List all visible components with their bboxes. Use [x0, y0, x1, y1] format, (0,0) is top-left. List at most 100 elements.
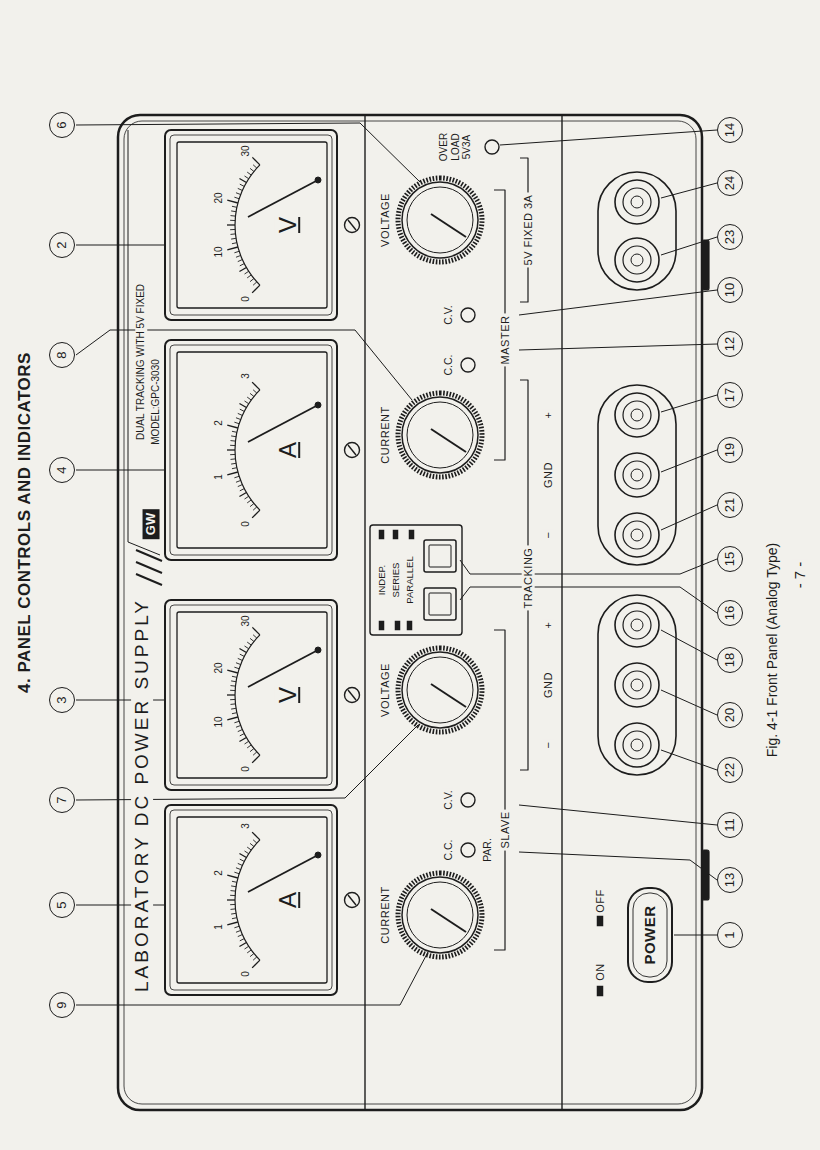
binding-post — [615, 603, 659, 647]
leader-line — [661, 690, 717, 715]
callout-number: 4 — [49, 457, 75, 483]
binding-post-hole — [631, 619, 643, 631]
scale-number: 0 — [240, 764, 252, 774]
led-label: PAR. — [481, 836, 493, 864]
meter-tick — [252, 285, 260, 293]
power-button-face — [633, 893, 667, 977]
meter-tick — [236, 418, 241, 420]
knob-face — [407, 187, 473, 253]
meter-tick — [247, 745, 251, 748]
switch-state-mark — [379, 530, 384, 539]
indicator-led — [461, 308, 475, 322]
scale-number: 0 — [240, 969, 252, 979]
meter-tick — [234, 476, 239, 478]
meter-tick — [238, 260, 243, 262]
leader-line — [500, 130, 717, 145]
on-mark — [597, 986, 603, 996]
meter-tick — [252, 627, 260, 635]
meter-tick — [230, 908, 235, 910]
meter-tick — [245, 496, 249, 499]
callout-number: 6 — [49, 112, 75, 138]
meter-bezel-inner — [170, 810, 332, 990]
meter-tick — [230, 220, 235, 221]
meter-tick — [234, 667, 239, 669]
needle-pivot — [315, 647, 321, 653]
meter-tick — [227, 449, 235, 450]
terminal-label: + — [542, 410, 555, 421]
meter-tick — [253, 752, 257, 755]
callout-number: 5 — [49, 892, 75, 918]
meter-tick — [239, 268, 246, 272]
tracking-button — [424, 588, 456, 620]
meter-tick — [231, 238, 236, 240]
screw-slot — [348, 445, 356, 455]
leader-line — [76, 470, 164, 471]
power-label: POWER — [641, 903, 658, 966]
meter-tick — [239, 854, 246, 858]
power-button — [628, 888, 672, 982]
meter-tick — [253, 507, 257, 510]
meter-tick — [250, 638, 254, 641]
meter-tick — [234, 251, 239, 253]
meter-tick — [245, 646, 249, 649]
callout-number: 3 — [49, 687, 75, 713]
binding-post-hole — [631, 529, 643, 541]
meter-tick — [252, 382, 260, 390]
meter-bezel — [165, 600, 337, 790]
meter-tick — [238, 935, 243, 937]
scale-number: 10 — [213, 244, 225, 259]
meter-tick — [253, 957, 257, 960]
leader-line — [674, 935, 717, 936]
leader-line — [661, 237, 717, 255]
knob-label: CURRENT — [379, 884, 392, 945]
callout-number: 19 — [717, 437, 743, 463]
brand-logo: GW — [143, 509, 160, 539]
meter-tick — [230, 440, 235, 442]
callout-number: 20 — [717, 702, 743, 728]
meter-needle — [248, 180, 318, 217]
knob-face — [407, 657, 473, 723]
meter-tick — [232, 713, 237, 714]
callout-number: 8 — [49, 342, 75, 368]
binding-post-ring — [623, 246, 651, 274]
callout-number: 11 — [717, 812, 743, 838]
terminal-label: GND — [542, 460, 555, 490]
meter-tick — [239, 404, 246, 408]
housing-foot — [702, 240, 709, 290]
leader-line — [76, 245, 164, 246]
meter-tick — [247, 275, 251, 278]
callout-number: 16 — [717, 600, 743, 626]
meter-tick — [227, 922, 238, 925]
needle-pivot — [315, 402, 321, 408]
meter-tick — [239, 738, 246, 742]
meter-unit: A — [274, 890, 302, 910]
knob-label: VOLTAGE — [379, 661, 392, 719]
meter-window — [177, 142, 327, 308]
tracking-button-face — [429, 593, 451, 615]
meter-bezel-inner — [170, 605, 332, 785]
binding-post-ring — [623, 461, 651, 489]
mode-label: SERIES — [391, 561, 402, 600]
meter-tick — [230, 454, 235, 455]
meter-tick — [230, 890, 235, 892]
knob-face — [407, 882, 473, 948]
callout-number: 17 — [717, 382, 743, 408]
overload-label: OVER LOAD 5V3A — [438, 127, 473, 167]
meter-tick — [250, 503, 254, 506]
meter-tick — [247, 397, 251, 400]
meter-tick — [252, 755, 260, 763]
meter-tick — [231, 435, 236, 437]
meter-tick — [240, 184, 244, 186]
panel-screw — [345, 443, 360, 458]
meter-tick — [238, 188, 243, 190]
meter-bezel-inner — [170, 345, 332, 555]
callout-number: 21 — [717, 492, 743, 518]
scale-number: 30 — [240, 143, 252, 158]
off-mark — [597, 916, 603, 926]
terminal-housing — [598, 385, 676, 565]
group-label: TRACKING — [522, 546, 535, 611]
scale-number: 2 — [213, 418, 225, 428]
group-label: 5V FIXED 3A — [522, 193, 535, 268]
decor-stripe — [136, 550, 162, 561]
mode-label: PARALLEL — [405, 554, 416, 605]
